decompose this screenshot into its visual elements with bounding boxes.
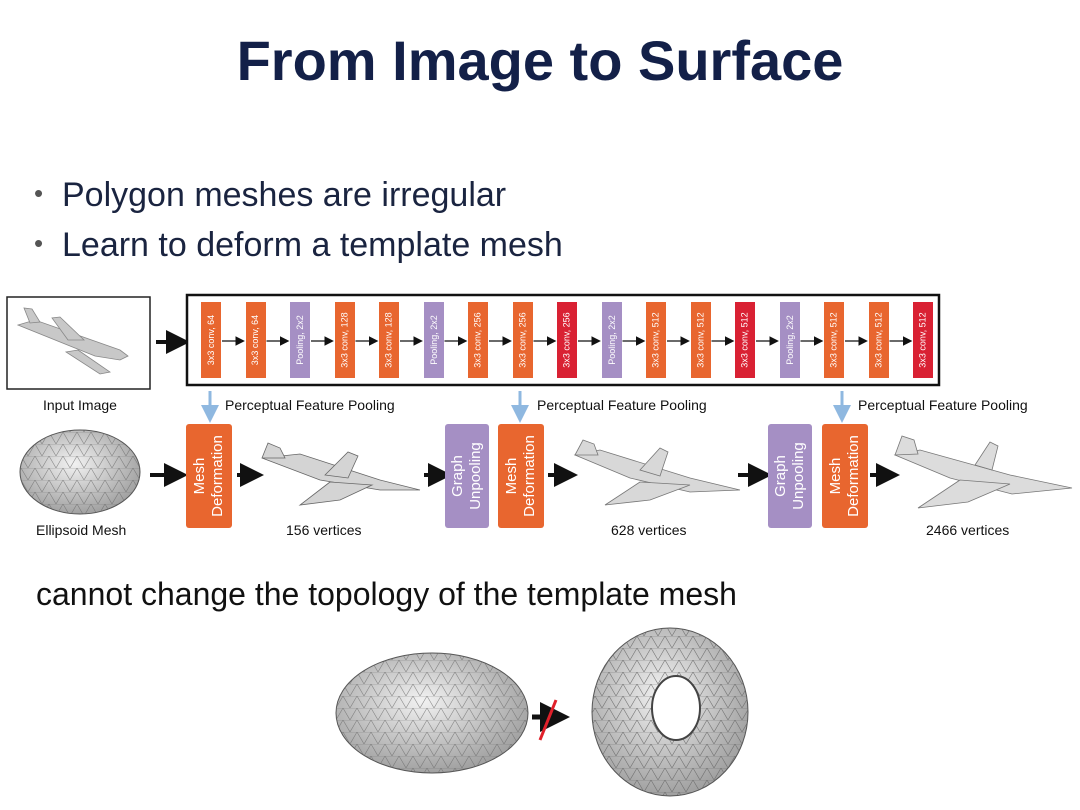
mesh-deformation-block: Mesh Deformation [186, 424, 232, 528]
cnn-layer-box: 3x3 conv, 128 [379, 302, 399, 378]
cnn-layer-box: 3x3 conv, 256 [557, 302, 577, 378]
cnn-layer-box: 3x3 conv, 256 [468, 302, 488, 378]
ellipsoid-mesh-large-icon [335, 652, 529, 774]
torus-mesh-icon [591, 627, 749, 797]
cnn-layer-label: 3x3 conv, 64 [250, 314, 261, 366]
graph-unpooling-block: Graph Unpooling [768, 424, 812, 528]
cnn-layer-label: Pooling, 2x2 [295, 315, 306, 365]
cnn-layer-box: Pooling, 2x2 [423, 302, 444, 378]
slide-title: From Image to Surface [236, 29, 844, 92]
cnn-layer-label: 3x3 conv, 512 [695, 312, 706, 368]
cnn-layer-label: 3x3 conv, 512 [740, 312, 750, 368]
cnn-layer-box: 3x3 conv, 128 [334, 302, 355, 378]
topology-note: cannot change the topology of the templa… [36, 576, 737, 612]
airplane-mesh-628-icon [573, 439, 741, 506]
cnn-layer-box: 3x3 conv, 512 [824, 302, 844, 378]
cnn-layer-label: 3x3 conv, 128 [339, 312, 350, 368]
cnn-layer-label: 3x3 conv, 512 [873, 312, 884, 368]
perceptual-pooling-label: Perceptual Feature Pooling [225, 397, 395, 413]
cnn-layer-box: Pooling, 2x2 [601, 302, 622, 378]
cnn-layer-box: 3x3 conv, 512 [735, 302, 755, 378]
cnn-layer-label: Pooling, 2x2 [606, 315, 617, 365]
input-image-caption: Input Image [43, 397, 117, 413]
ellipsoid-mesh-icon [19, 429, 141, 515]
cnn-layer-label: 3x3 conv, 256 [517, 312, 528, 368]
cnn-layer-box: 3x3 conv, 512 [868, 302, 889, 378]
cnn-layer-box: Pooling, 2x2 [779, 302, 800, 378]
mesh-deformation-block: Mesh Deformation [498, 424, 544, 528]
cnn-layer-label: Pooling, 2x2 [428, 315, 439, 365]
airplane-input-icon [16, 307, 129, 375]
bullet-dot-icon: • [34, 178, 44, 208]
crossed-arrow-icon [532, 699, 570, 741]
cnn-layer-label: 3x3 conv, 256 [562, 312, 572, 368]
vertex-caption: 2466 vertices [926, 522, 1010, 538]
perceptual-pooling-label: Perceptual Feature Pooling [537, 397, 707, 413]
vertex-caption: 156 vertices [286, 522, 362, 538]
cnn-layer-box: 3x3 conv, 512 [913, 302, 933, 378]
graph-unpooling-block: Graph Unpooling [445, 424, 489, 528]
bullet-text: Polygon meshes are irregular [62, 176, 507, 214]
airplane-mesh-156-icon [261, 442, 421, 506]
cnn-layer-label: 3x3 conv, 256 [473, 312, 483, 368]
mesh-deformation-block: Mesh Deformation [822, 424, 868, 528]
cnn-layer-box: 3x3 conv, 512 [646, 302, 666, 378]
bullet-item: • Learn to deform a template mesh [34, 226, 563, 265]
cnn-layer-box: 3x3 conv, 64 [201, 302, 221, 378]
bullet-item: • Polygon meshes are irregular [34, 176, 506, 215]
cnn-layer-label: Pooling, 2x2 [784, 315, 795, 365]
cnn-layer-label: 3x3 conv, 64 [206, 314, 216, 366]
cnn-layer-label: 3x3 conv, 128 [384, 312, 394, 368]
cnn-layer-box: 3x3 conv, 512 [690, 302, 711, 378]
vertex-caption: 628 vertices [611, 522, 687, 538]
airplane-mesh-2466-icon [893, 435, 1073, 509]
perceptual-pooling-label: Perceptual Feature Pooling [858, 397, 1028, 413]
cnn-layer-box: 3x3 conv, 64 [245, 302, 266, 378]
ellipsoid-caption: Ellipsoid Mesh [36, 522, 127, 538]
cnn-layer-label: 3x3 conv, 512 [829, 312, 839, 368]
cnn-layer-label: 3x3 conv, 512 [651, 312, 661, 368]
cnn-layer-label: 3x3 conv, 512 [918, 312, 928, 368]
cnn-layer-box: 3x3 conv, 256 [512, 302, 533, 378]
bullet-dot-icon: • [34, 228, 44, 258]
bullet-text: Learn to deform a template mesh [62, 226, 563, 264]
cnn-layer-box: Pooling, 2x2 [290, 302, 310, 378]
